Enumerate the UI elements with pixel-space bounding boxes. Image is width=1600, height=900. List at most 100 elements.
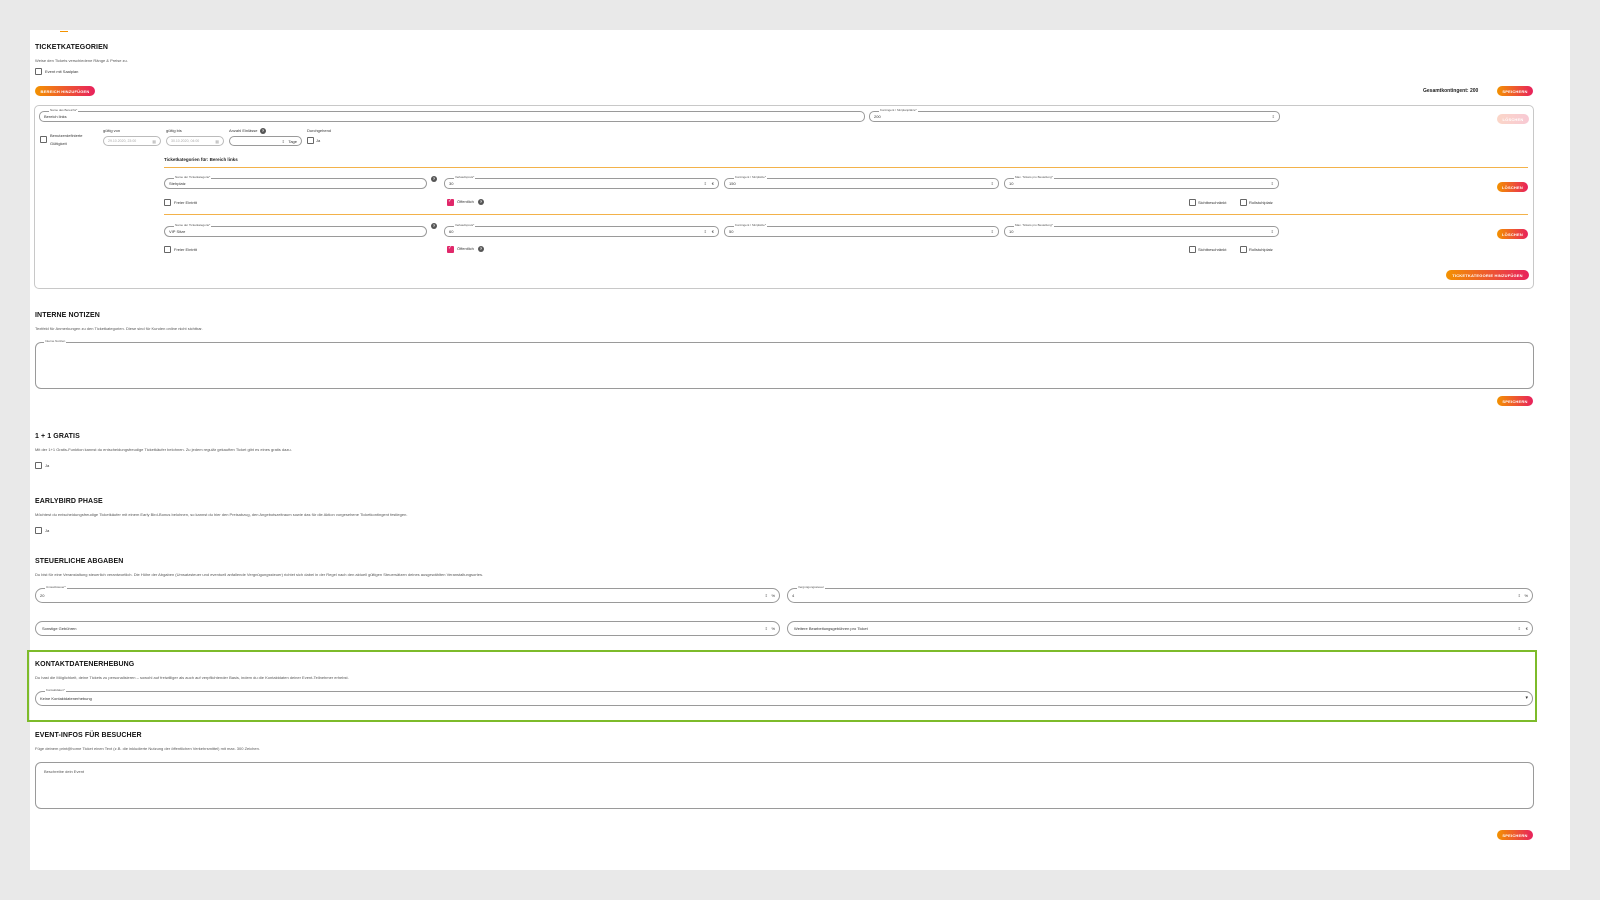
tickets-title: TICKETKATEGORIEN: [35, 44, 109, 51]
custom-validity-checkbox[interactable]: [40, 136, 47, 143]
help-icon[interactable]: ?: [478, 246, 484, 252]
limited-view-checkbox[interactable]: [1189, 246, 1196, 253]
area-card: [34, 105, 1534, 289]
category-delete-button[interactable]: LÖSCHEN: [1497, 229, 1528, 239]
category-price-value: 60: [449, 229, 454, 234]
permanent-checkbox[interactable]: [307, 137, 314, 144]
gratis-checkbox[interactable]: [35, 462, 42, 469]
area-name-value: Bereich links: [44, 114, 67, 119]
public-checkbox[interactable]: [447, 245, 454, 253]
category-max-value: 10: [1009, 181, 1014, 186]
stepper-icon[interactable]: ⇕: [764, 593, 768, 598]
free-entry-checkbox[interactable]: [164, 199, 171, 206]
limited-view-label: Sichtbeschränkt: [1198, 247, 1227, 252]
stepper-icon[interactable]: ⇕: [1517, 593, 1521, 598]
stepper-icon[interactable]: ⇕: [764, 626, 768, 631]
help-icon[interactable]: ?: [431, 223, 437, 229]
category-quota-value: 150: [729, 181, 736, 186]
gratis-option: Ja: [45, 463, 50, 468]
category-max-field[interactable]: Max. Tickets pro Bestellung* 10 ⇕: [1004, 223, 1279, 237]
custom-validity-label-1: Benutzerdefinierte: [50, 133, 83, 138]
area-quota-field[interactable]: Kontingent / Sitzplanplätze* 200 ⇕: [869, 108, 1280, 122]
category-price-label: Verkaufspreis*: [454, 175, 476, 179]
permanent-label: Durchgehend: [307, 128, 332, 133]
vat-label: Umsatzsteuer*: [45, 585, 67, 589]
eventinfo-textarea[interactable]: Beschreibe dein Event: [35, 762, 1534, 809]
stepper-icon[interactable]: ⇕: [281, 139, 285, 144]
earlybird-option: Ja: [45, 528, 50, 533]
help-icon[interactable]: ?: [478, 199, 484, 205]
valid-from-field[interactable]: 29.10.2020, 23:00 ▦: [103, 136, 161, 146]
earlybird-checkbox[interactable]: [35, 527, 42, 534]
processing-fees-field[interactable]: Weitere Bearbeitungsgebühren pro Ticket …: [787, 621, 1533, 636]
category-quota-label: Kontingent / Sitzplätze*: [734, 223, 768, 227]
stepper-icon[interactable]: ⇕: [1270, 181, 1274, 186]
save-button-eventinfo[interactable]: SPEICHERN: [1497, 830, 1533, 840]
help-icon[interactable]: ?: [260, 128, 266, 134]
notes-description: Textfeld für Anmerkungen zu den Ticketka…: [35, 326, 203, 331]
stepper-icon[interactable]: ⇕: [703, 181, 707, 186]
save-button-tickets[interactable]: SPEICHERN: [1497, 86, 1533, 96]
earlybird-description: Möchtest du entscheidungsfreudige Ticket…: [35, 512, 408, 517]
contact-select[interactable]: Kontaktdaten* Keine Kontaktdatenerhebung…: [35, 688, 1533, 706]
category-delete-button[interactable]: LÖSCHEN: [1497, 182, 1528, 192]
tax-description: Du bist für eine Veranstaltung steuerlic…: [35, 572, 484, 577]
area-delete-button[interactable]: LÖSCHEN: [1497, 114, 1529, 124]
category-quota-field[interactable]: Kontingent / Sitzplätze* 150 ⇕: [724, 175, 999, 189]
valid-from-value: 29.10.2020, 23:00: [108, 139, 137, 143]
add-category-button[interactable]: TICKETKATEGORIE HINZUFÜGEN: [1446, 270, 1529, 280]
valid-to-field[interactable]: 30.10.2020, 04:00 ▦: [166, 136, 224, 146]
notes-field-label: Interne Notizen: [44, 339, 67, 343]
free-entry-label: Freier Eintritt: [174, 200, 197, 205]
category-price-label: Verkaufspreis*: [454, 223, 476, 227]
stepper-icon[interactable]: ⇕: [990, 229, 994, 234]
valid-to-label: gültig bis: [166, 128, 182, 133]
other-fees-field[interactable]: Sonstige Gebühren ⇕ %: [35, 621, 780, 636]
seatplan-label: Event mit Saalplan: [45, 69, 79, 74]
category-price-field[interactable]: Verkaufspreis* 30 ⇕ €: [444, 175, 719, 189]
gratis-description: Mit der 1+1 Gratis-Funktion kannst du en…: [35, 447, 292, 452]
processing-fees-unit: €: [1525, 626, 1528, 631]
category-name-field[interactable]: Name der Ticketkategorie* VIP Sitze: [164, 223, 427, 237]
limited-view-checkbox[interactable]: [1189, 199, 1196, 206]
public-checkbox[interactable]: [447, 198, 454, 206]
wheelchair-checkbox[interactable]: [1240, 199, 1247, 206]
add-area-button[interactable]: BEREICH HINZUFÜGEN: [35, 86, 95, 96]
page-content: TICKETKATEGORIEN Weise den Tickets versc…: [27, 30, 1570, 870]
stepper-icon[interactable]: ⇕: [1517, 626, 1521, 631]
category-max-field[interactable]: Max. Tickets pro Bestellung* 10 ⇕: [1004, 175, 1279, 189]
calendar-icon[interactable]: ▦: [215, 139, 219, 144]
tickets-description: Weise den Tickets verschiedene Ränge & P…: [35, 58, 128, 63]
category-quota-field[interactable]: Kontingent / Sitzplätze* 50 ⇕: [724, 223, 999, 237]
vat-field[interactable]: Umsatzsteuer* 20 ⇕ %: [35, 585, 780, 603]
category-max-label: Max. Tickets pro Bestellung*: [1014, 223, 1054, 227]
stepper-icon[interactable]: ⇕: [1270, 229, 1274, 234]
calendar-icon[interactable]: ▦: [152, 139, 156, 144]
free-entry-checkbox[interactable]: [164, 246, 171, 253]
stepper-icon[interactable]: ⇕: [703, 229, 707, 234]
total-quota: Gesamtkontingent: 200: [1423, 88, 1479, 94]
seatplan-checkbox[interactable]: [35, 68, 42, 75]
vat-unit: %: [771, 593, 775, 598]
notes-textarea[interactable]: Interne Notizen: [35, 339, 1534, 389]
entries-field[interactable]: ⇕ Tage: [229, 136, 302, 146]
dropdown-arrow-icon[interactable]: ▾: [1525, 695, 1528, 701]
stepper-icon[interactable]: ⇕: [990, 181, 994, 186]
category-price-field[interactable]: Verkaufspreis* 60 ⇕ €: [444, 223, 719, 237]
category-quota-label: Kontingent / Sitzplätze*: [734, 175, 768, 179]
contact-section-highlight: [27, 650, 1537, 722]
custom-validity-label-2: Gültigkeit: [50, 141, 67, 146]
stepper-icon[interactable]: ⇕: [1271, 114, 1275, 119]
contact-select-value: Keine Kontaktdatenerhebung: [40, 696, 92, 701]
wheelchair-checkbox[interactable]: [1240, 246, 1247, 253]
area-name-field[interactable]: Name des Bereichs* Bereich links: [39, 108, 865, 122]
entries-label: Anzahl Einlässe: [229, 128, 258, 133]
help-icon[interactable]: ?: [431, 176, 437, 182]
category-name-label: Name der Ticketkategorie*: [174, 175, 212, 179]
area-quota-label: Kontingent / Sitzplanplätze*: [879, 108, 918, 112]
category-name-field[interactable]: Name der Ticketkategorie* Stehplatz: [164, 175, 427, 189]
save-button-notes[interactable]: SPEICHERN: [1497, 396, 1533, 406]
category-quota-value: 50: [729, 229, 734, 234]
fun-tax-field[interactable]: Vergnügungssteuer 4 ⇕ %: [787, 585, 1533, 603]
wheelchair-label: Rollstuhlplatz: [1249, 200, 1273, 205]
